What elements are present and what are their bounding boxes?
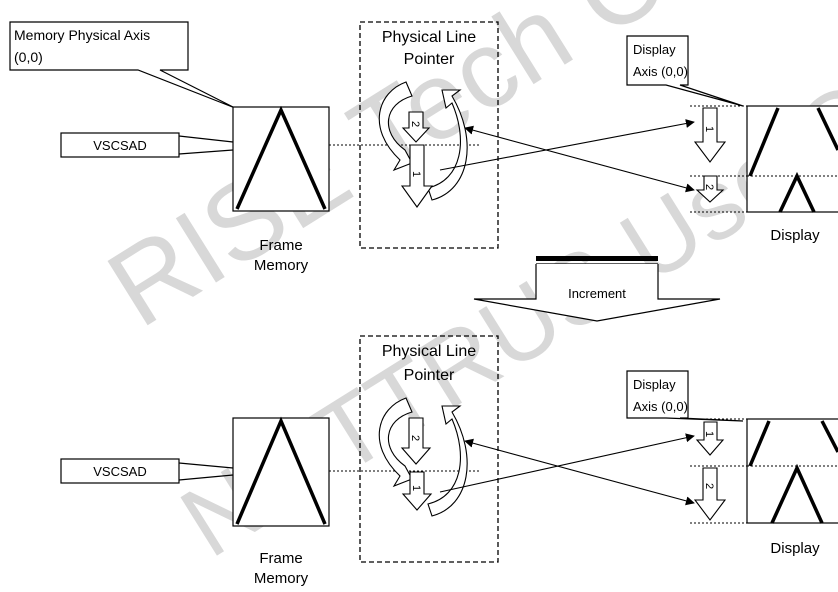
display-axis-callout-line-2: Axis (0,0) [633,64,688,79]
frame-memory-bottom-caption-line-1: Frame [259,550,302,567]
vscsad-label: VSCSAD [60,132,234,158]
increment-arrow: Increment [473,256,721,322]
pointer-arrow-2-icon [401,111,431,143]
display-arrow-2-icon [695,175,725,203]
display-axis-callout: Display Axis (0,0) [626,35,744,107]
display-bottom-arrow-1-label: 1 [703,431,715,437]
vscsad-label-bottom-text: VSCSAD [93,464,146,479]
frame-memory-caption-line-1: Frame [259,237,302,254]
frame-memory-caption-line-2: Memory [254,257,309,274]
frame-memory-bottom-caption-line-2: Memory [254,570,309,587]
pointer-bottom-arrow-2-icon [400,417,432,465]
memory-axis-callout-line-2: (0,0) [14,49,43,65]
top-section: Memory Physical Axis (0,0) VSCSAD Frame … [9,21,838,274]
curved-arrow-right-icon [427,89,468,201]
display-axis-callout-line-1: Display [633,42,676,57]
pointer-arrow-1-label: 1 [410,171,422,177]
display-arrow-1-icon [693,107,727,163]
pointer-bottom-title-line-1: Physical Line [382,343,476,360]
pointer-title-line-1: Physical Line [382,29,476,46]
pointer-bottom-title-line-2: Pointer [404,367,455,384]
display-arrow-2-label: 2 [703,184,715,190]
pointer-bottom-arrow-1-icon [401,471,433,511]
display-bottom-caption: Display [770,540,820,557]
mapping-line-2 [464,125,695,193]
pointer-bottom-arrow-1-label: 1 [410,485,422,491]
frame-memory-bottom [232,416,330,527]
display-panel-bottom [746,418,838,524]
bottom-section: VSCSAD Frame Memory Physical Line Pointe… [60,335,838,587]
pointer-title-line-2: Pointer [404,51,455,68]
vscsad-label-text: VSCSAD [93,138,146,153]
curved-arrow-left-icon [378,81,413,172]
curved-arrow-left-bottom-icon [378,397,413,488]
display-bottom-arrow-2-icon [693,467,727,521]
display-axis-callout-bottom: Display Axis (0,0) [626,370,744,422]
pointer-bottom-arrow-2-label: 2 [409,435,421,441]
watermark: RISE Tech Co., Ltd NT TTRUS Use Only [88,0,838,579]
pointer-arrow-1-icon [400,144,434,208]
frame-memory [232,105,330,212]
display-caption: Display [770,227,820,244]
display-bottom-arrow-2-label: 2 [703,483,715,489]
display-axis-callout-bottom-line-2: Axis (0,0) [633,399,688,414]
memory-axis-callout-line-1: Memory Physical Axis [14,27,150,43]
increment-label: Increment [568,286,626,301]
memory-axis-callout: Memory Physical Axis (0,0) [9,21,236,109]
mapping-line-bottom-2 [464,438,695,506]
vscsad-label-bottom: VSCSAD [60,458,234,484]
pointer-arrow-2-label: 2 [409,121,421,127]
display-bottom-arrow-1-icon [695,421,725,456]
display-panel [746,105,838,213]
display-axis-callout-bottom-line-1: Display [633,377,676,392]
display-arrow-1-label: 1 [703,126,715,132]
